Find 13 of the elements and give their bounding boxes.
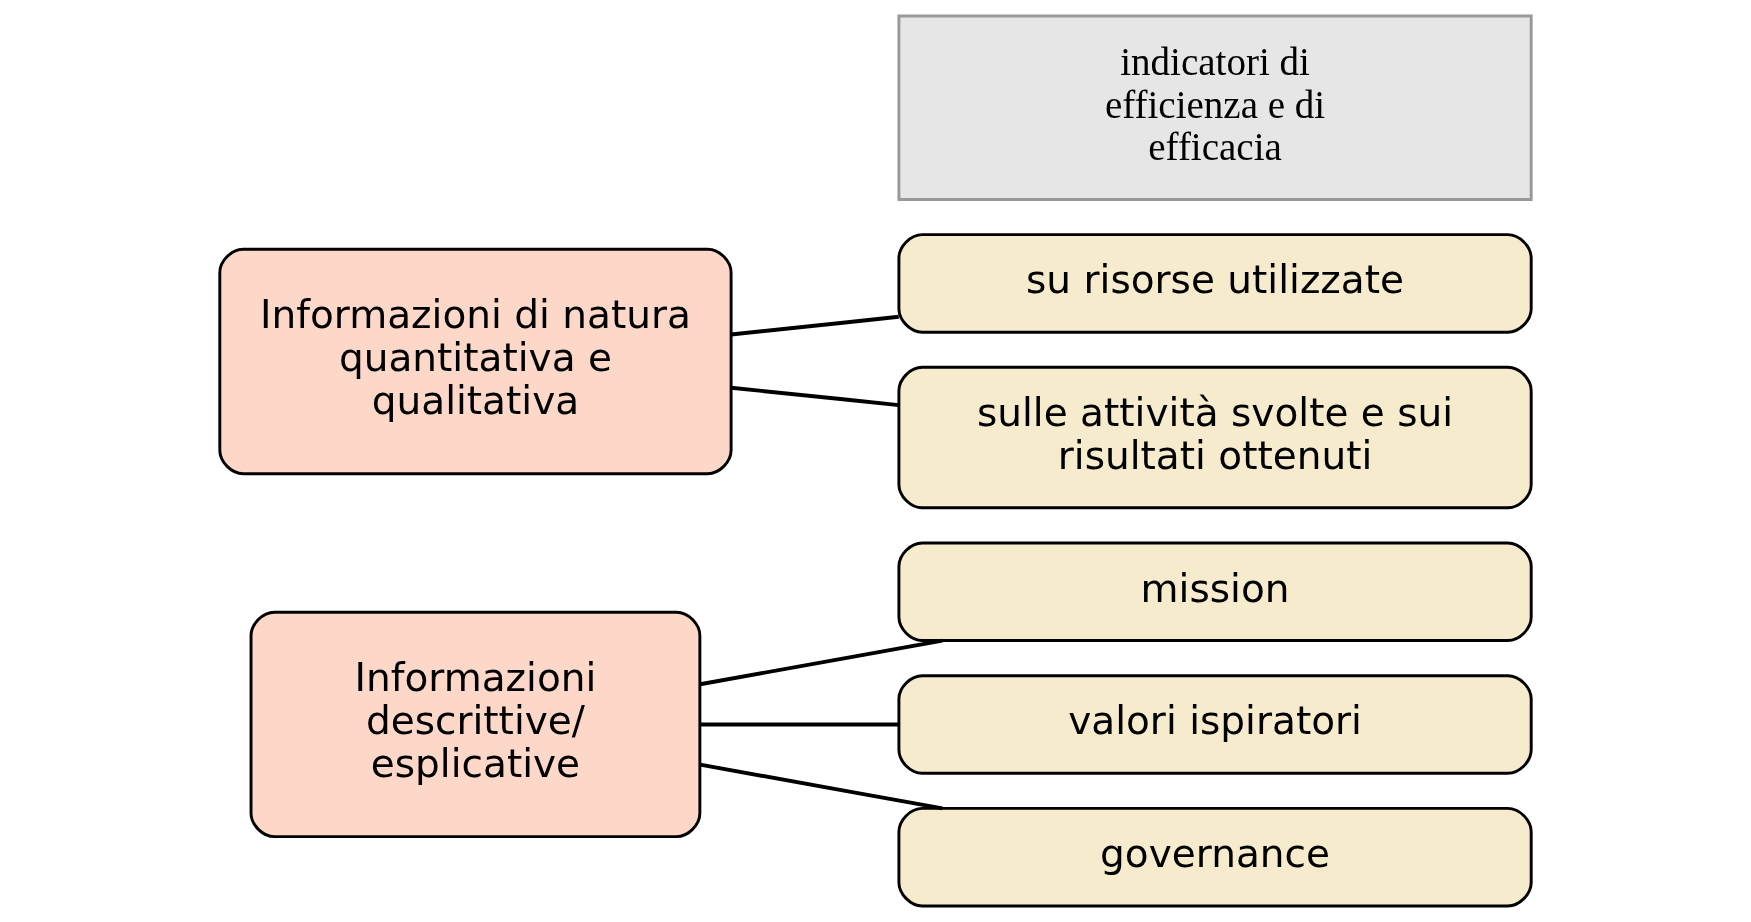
- node-box: indicatori di efficienza e di efficacia: [897, 14, 1533, 201]
- connector: [699, 762, 943, 811]
- node-box: governance: [897, 806, 1533, 908]
- node-box: valori ispiratori: [897, 674, 1533, 775]
- connector: [730, 314, 899, 337]
- node-box: mission: [897, 541, 1533, 642]
- node-box: Informazioni descrittive/ esplicative: [249, 610, 702, 839]
- connector: [730, 385, 899, 407]
- connector: [699, 638, 943, 687]
- node-box: sulle attività svolte e sui risultati ottenuti: [897, 365, 1533, 510]
- node-box: su risorse utilizzate: [897, 233, 1533, 334]
- node-box: Informazioni di natura quantitativa e qualitativa: [218, 247, 733, 476]
- connector: [700, 722, 899, 727]
